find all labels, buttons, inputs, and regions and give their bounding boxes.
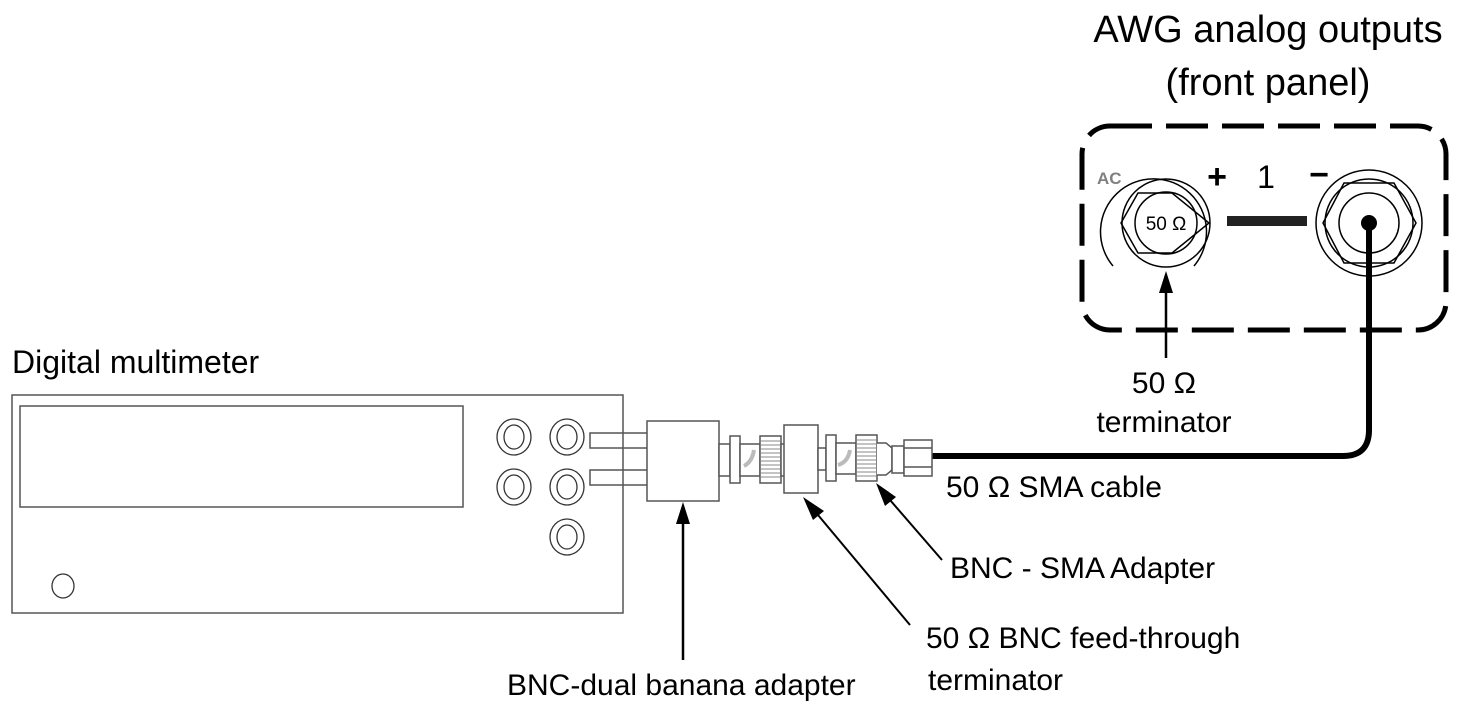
sma-cable[interactable] bbox=[930, 223, 1372, 459]
terminator-cap bbox=[1134, 191, 1198, 255]
plus-label: + bbox=[1207, 158, 1227, 196]
dmm-jack[interactable] bbox=[496, 468, 532, 506]
bnc-sma-pointer-line bbox=[889, 499, 943, 561]
dmm-jack[interactable] bbox=[549, 468, 585, 506]
dmm-jack[interactable] bbox=[496, 418, 532, 456]
terminator-cap-label: 50 Ω bbox=[1146, 214, 1187, 235]
dmm-jack[interactable] bbox=[549, 518, 585, 556]
feedthrough-label-line2: terminator bbox=[928, 664, 1063, 697]
dmm-label: Digital multimeter bbox=[12, 344, 260, 380]
awg-front-panel-outline bbox=[1079, 123, 1449, 333]
bnc-sma-adapter-label: BNC - SMA Adapter bbox=[950, 552, 1215, 585]
channel-bar bbox=[1227, 216, 1307, 226]
banana-plug bbox=[589, 432, 649, 449]
bnc-sma-adapter[interactable] bbox=[877, 439, 933, 477]
knurled-ring bbox=[759, 435, 782, 484]
feedthrough-label-line1: 50 Ω BNC feed-through bbox=[926, 622, 1240, 655]
channel-number-label: 1 bbox=[1257, 159, 1275, 195]
awg-title-line1: AWG analog outputs bbox=[1093, 9, 1442, 51]
minus-label: − bbox=[1309, 156, 1329, 194]
awg-plus-connector[interactable]: 50 Ω bbox=[1099, 178, 1211, 268]
terminator-label-line2: terminator bbox=[1096, 406, 1231, 439]
sma-plug bbox=[903, 439, 933, 477]
arrowhead-icon bbox=[1159, 271, 1173, 293]
arrowhead-icon bbox=[676, 502, 690, 524]
dmm-power-button[interactable] bbox=[51, 573, 75, 599]
feed-through-terminator[interactable] bbox=[783, 424, 819, 494]
hex-nut-icon bbox=[1322, 182, 1417, 264]
feedthrough-pointer-line bbox=[817, 514, 911, 626]
hex-nut-icon bbox=[1120, 192, 1211, 254]
bnc-connector bbox=[817, 434, 878, 482]
ac-label: AC bbox=[1097, 169, 1122, 188]
terminator-label-line1: 50 Ω bbox=[1132, 367, 1196, 400]
banana-adapter-label: BNC-dual banana adapter bbox=[507, 669, 856, 702]
connector-mid-ring bbox=[1121, 178, 1211, 268]
awg-title-line2: (front panel) bbox=[1166, 62, 1371, 104]
dmm-display bbox=[19, 405, 464, 508]
sma-cable-label: 50 Ω SMA cable bbox=[946, 471, 1162, 504]
arrowhead-icon bbox=[876, 483, 896, 506]
knurled-ring bbox=[855, 434, 878, 482]
connector-outer-ring bbox=[1099, 178, 1208, 267]
arrowhead-icon bbox=[803, 497, 824, 520]
dmm-jack[interactable] bbox=[549, 418, 585, 456]
banana-plug bbox=[589, 469, 649, 486]
digital-multimeter[interactable] bbox=[11, 394, 624, 614]
adapter-body bbox=[646, 420, 720, 502]
bnc-dual-banana-adapter[interactable] bbox=[589, 420, 731, 502]
bnc-connector bbox=[729, 435, 786, 484]
